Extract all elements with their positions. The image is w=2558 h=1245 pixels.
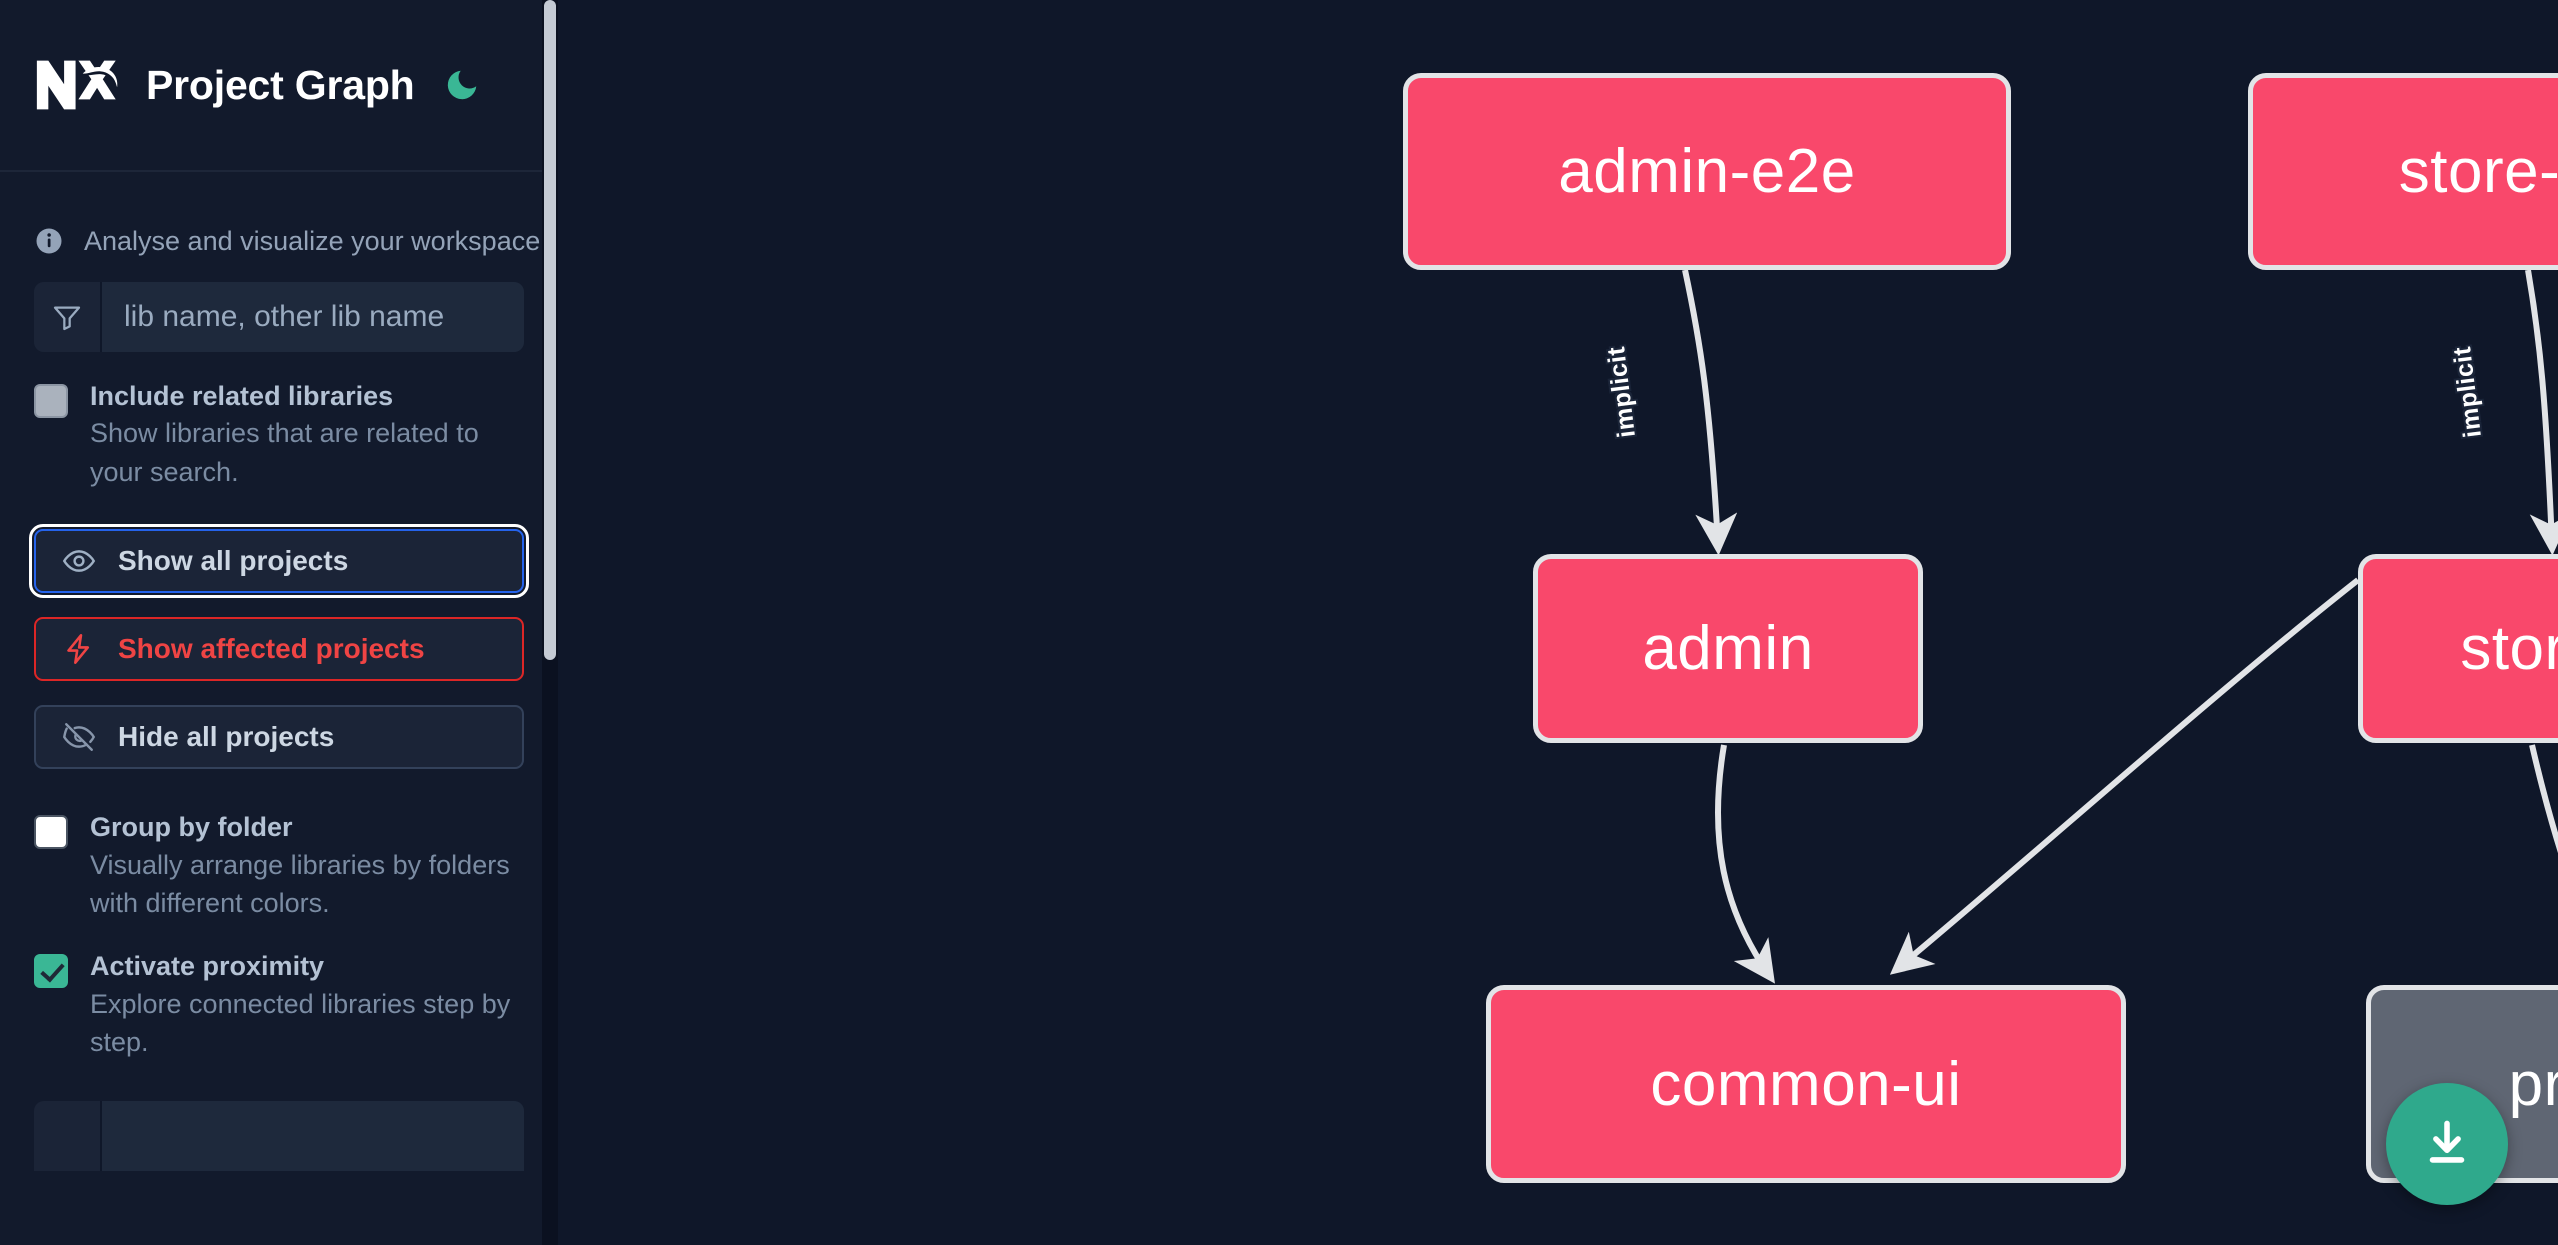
checkbox-description: Visually arrange libraries by folders wi…	[90, 849, 510, 918]
show-all-projects-button[interactable]: Show all projects	[29, 524, 529, 599]
checkbox-include-related-libraries[interactable]: Include related libraries Show libraries…	[34, 352, 524, 491]
edge-admin-e2e-admin	[1682, 269, 1738, 556]
checkbox-group-by-folder-box[interactable]	[34, 815, 68, 850]
sidebar-scroll-area[interactable]: Project Graph	[0, 0, 558, 1245]
checkbox-description: Show libraries that are related to your …	[90, 418, 479, 487]
graph-node-label: admin-e2e	[1558, 137, 1856, 206]
edge-store-products	[2529, 744, 2558, 854]
checkbox-activate-proximity[interactable]: Activate proximity Explore connected lib…	[34, 922, 524, 1061]
checkbox-group-by-folder[interactable]: Group by folder Visually arrange librari…	[34, 769, 524, 922]
sidebar-scrollbar-thumb[interactable]	[544, 0, 556, 660]
page-title: Project Graph	[146, 61, 415, 108]
info-circle-icon	[34, 226, 64, 256]
graph-node-label: products	[2508, 1049, 2558, 1119]
checkbox-include-related-libraries-texts: Include related libraries Show libraries…	[90, 378, 524, 491]
edge-store-e2e-store	[2525, 269, 2558, 556]
show-affected-projects-button[interactable]: Show affected projects	[34, 617, 524, 682]
graph-node-admin-e2e[interactable]: admin-e2e	[1403, 73, 2011, 270]
sidebar-scrollbar[interactable]	[542, 0, 558, 1245]
funnel-filter-icon[interactable]	[34, 282, 102, 352]
graph-node-label: common-ui	[1650, 1049, 1962, 1119]
graph-canvas[interactable]: admin-e2e store-e2e admin store common-u…	[558, 0, 2558, 1245]
edge-admin-common-ui	[1714, 744, 1775, 984]
checkbox-group-by-folder-texts: Group by folder Visually arrange librari…	[90, 809, 524, 922]
graph-node-admin[interactable]: admin	[1533, 554, 1923, 743]
checkbox-activate-proximity-texts: Activate proximity Explore connected lib…	[90, 948, 524, 1061]
sidebar-header: Project Graph	[0, 0, 558, 172]
info-row: Analyse and visualize your workspace.	[34, 172, 548, 266]
checkbox-description: Explore connected libraries step by step…	[90, 988, 511, 1057]
checkbox-label: Include related libraries	[90, 381, 394, 411]
lightning-bolt-icon	[62, 632, 96, 666]
graph-node-store-e2e[interactable]: store-e2e	[2248, 73, 2558, 270]
secondary-search-icon-cell	[34, 1101, 102, 1172]
checkbox-label: Activate proximity	[90, 951, 325, 982]
search-input[interactable]	[102, 282, 524, 352]
download-image-button[interactable]	[2386, 1083, 2508, 1205]
moon-icon[interactable]	[439, 62, 485, 108]
show-affected-projects-label: Show affected projects	[118, 633, 425, 665]
show-all-projects-label: Show all projects	[118, 545, 349, 577]
graph-node-label: store	[2460, 614, 2558, 683]
eye-icon	[62, 544, 96, 578]
edge-store-common-ui	[1889, 577, 2360, 975]
sidebar: Project Graph	[0, 0, 558, 1245]
checkbox-activate-proximity-box[interactable]	[34, 954, 68, 989]
sidebar-body: Analyse and visualize your workspace.	[0, 172, 558, 1172]
download-icon	[2418, 1115, 2476, 1173]
hide-all-projects-label: Hide all projects	[118, 721, 335, 753]
eye-off-icon	[62, 720, 96, 754]
info-text: Analyse and visualize your workspace.	[84, 225, 548, 256]
hide-all-projects-button[interactable]: Hide all projects	[34, 705, 524, 770]
nx-logo-icon	[34, 56, 120, 114]
filter-box	[34, 282, 524, 352]
secondary-search-input[interactable]	[34, 1101, 524, 1172]
checkbox-include-related-libraries-box[interactable]	[34, 384, 68, 418]
secondary-search-field[interactable]	[102, 1101, 524, 1172]
graph-node-common-ui[interactable]: common-ui	[1486, 985, 2126, 1183]
checkbox-label: Group by folder	[90, 812, 293, 843]
graph-node-store[interactable]: store	[2358, 554, 2558, 743]
graph-node-label: store-e2e	[2398, 137, 2558, 206]
project-action-buttons: Show all projects Show affected projects	[29, 524, 529, 770]
graph-node-label: admin	[1642, 614, 1814, 683]
graph-edges-layer	[1682, 269, 2558, 984]
